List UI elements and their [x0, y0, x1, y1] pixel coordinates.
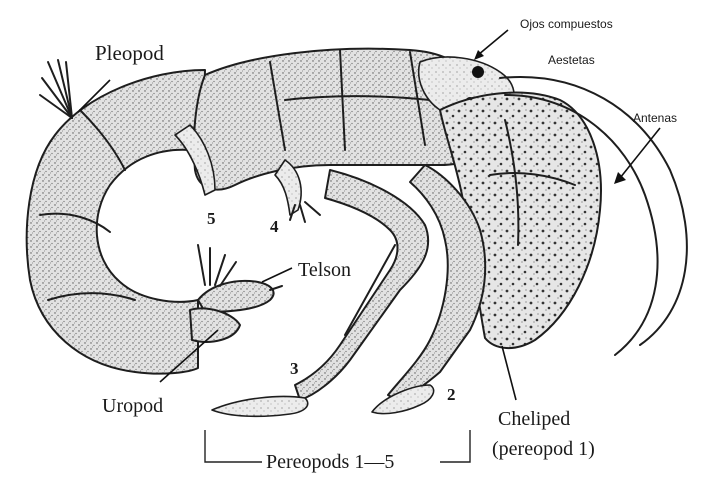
ojos-compuestos-label: Ojos compuestos: [520, 17, 613, 31]
uropod-label: Uropod: [102, 395, 163, 417]
cheliped-label: Cheliped: [498, 408, 570, 430]
pleopod-label: Pleopod: [95, 41, 164, 65]
pereopod-4: [275, 160, 301, 215]
telson-label: Telson: [298, 259, 351, 281]
pereopod-3: [295, 170, 428, 400]
ojos-leader: [478, 30, 508, 55]
leg-number-4: 4: [270, 217, 279, 236]
compound-eye: [472, 66, 484, 78]
pereopod-3-dactyl: [212, 397, 308, 417]
pereopods-label: Pereopods 1—5: [266, 451, 394, 473]
abdomen: [27, 70, 205, 374]
pleopod-bristles: [40, 60, 72, 118]
telson-leader: [262, 268, 292, 282]
antenas-leader: [620, 128, 660, 178]
leg-number-5: 5: [207, 209, 216, 228]
hermit-crab-illustration: [27, 49, 687, 417]
aestetas-label: Aestetas: [548, 53, 595, 67]
cheliped-sublabel: (pereopod 1): [492, 438, 595, 460]
antenas-label: Antenas: [633, 111, 677, 125]
leg-number-2: 2: [447, 385, 456, 404]
uropod: [190, 308, 240, 341]
leg-number-3: 3: [290, 359, 299, 378]
cheliped-leader: [502, 346, 516, 400]
